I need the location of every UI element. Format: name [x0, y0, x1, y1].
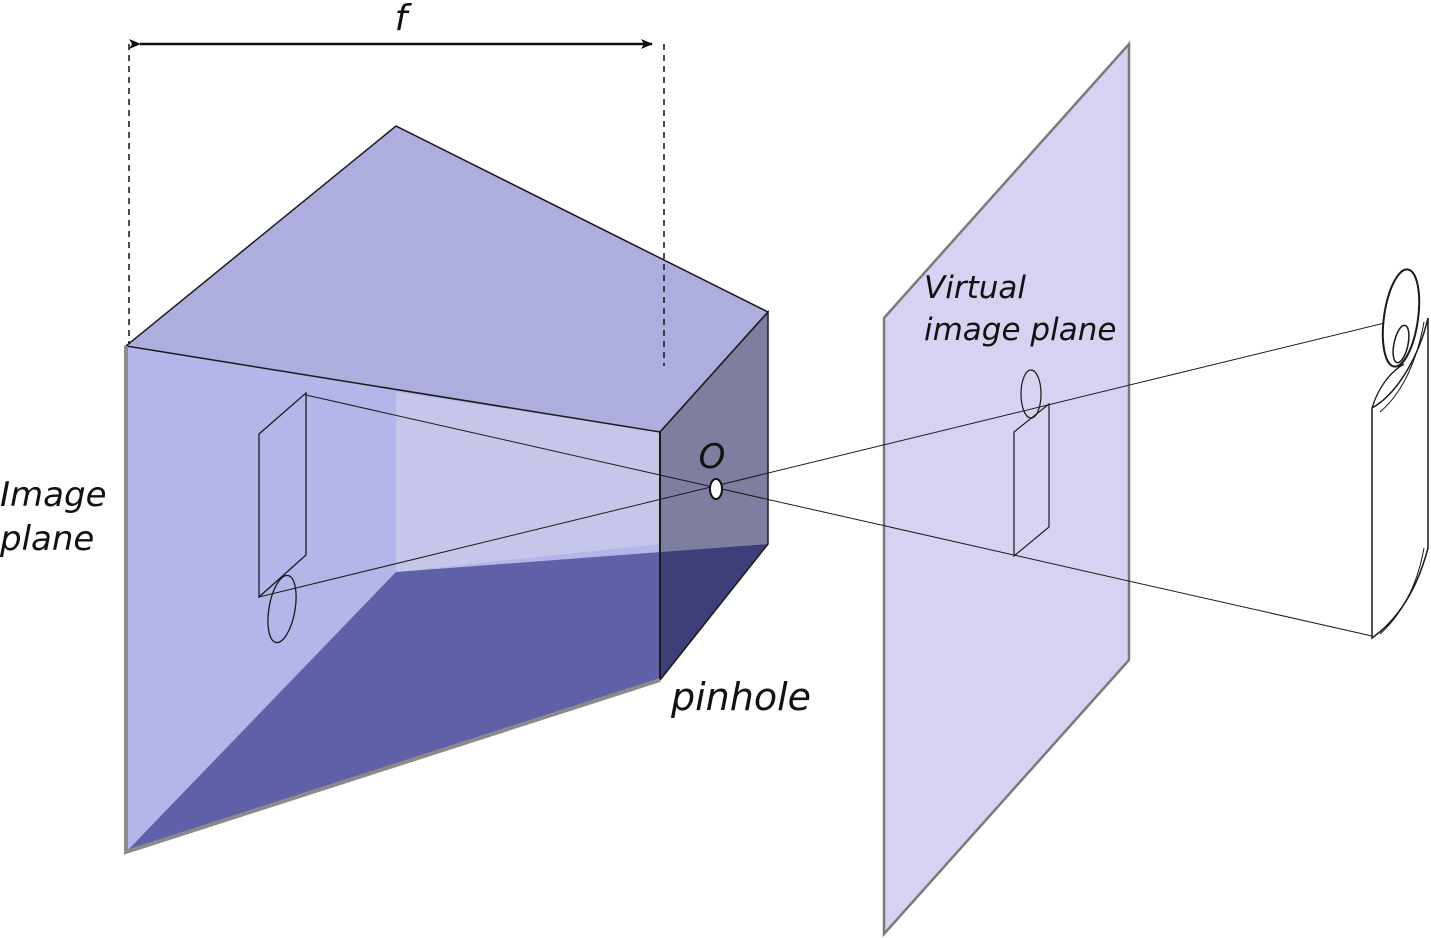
bottom-face — [126, 544, 768, 852]
virtual-plane-label-line2: image plane — [924, 312, 1116, 348]
object-head — [1381, 268, 1421, 368]
object-neck — [1371, 363, 1405, 409]
image-plane-label: Image plane — [0, 475, 106, 559]
inverted-figure-head — [267, 574, 297, 644]
object-body-edge — [1379, 321, 1425, 635]
front-face-outline — [659, 310, 769, 681]
front-face — [660, 312, 768, 552]
image-plane-label-line2: plane — [0, 519, 94, 559]
object-body — [1371, 317, 1429, 640]
ray-feet-to-image — [305, 394, 1373, 637]
real-object — [1371, 268, 1429, 640]
virtual-image-plane: Virtual image plane — [882, 40, 1131, 938]
virtual-plane-label-line1: Virtual — [924, 270, 1026, 306]
image-plane-border — [124, 346, 661, 855]
pinhole-aperture — [709, 478, 723, 500]
inverted-image — [258, 391, 307, 644]
virtual-image-plane-face — [882, 40, 1131, 938]
focal-length-label: f — [395, 0, 413, 39]
optical-center-label: O — [699, 437, 726, 477]
ray-head-to-image — [258, 317, 1406, 598]
inverted-figure-body — [258, 391, 307, 599]
pinhole-label: pinhole — [670, 675, 811, 719]
object-face — [1392, 324, 1410, 364]
image-plane-label-line1: Image — [0, 475, 106, 515]
projection-rays — [258, 317, 1406, 637]
camera-box — [124, 125, 770, 855]
pinhole-group: O pinhole — [670, 437, 811, 719]
virtual-figure-head — [1020, 369, 1042, 419]
inner-wall-face — [396, 392, 660, 572]
